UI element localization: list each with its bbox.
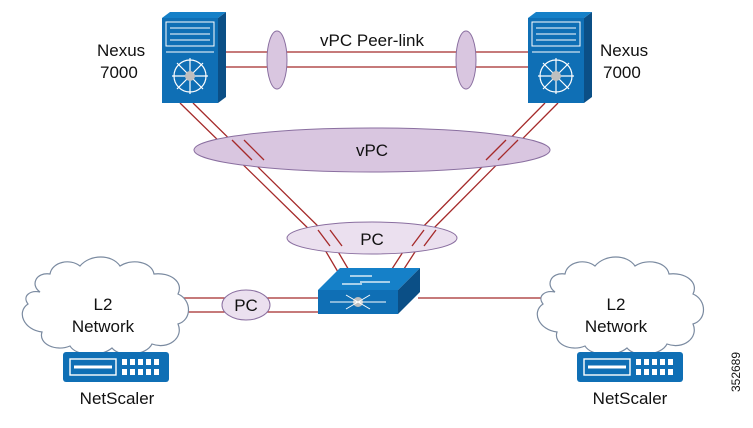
cloud-left-label-line2: Network <box>72 317 135 336</box>
netscaler-right-label: NetScaler <box>593 389 668 408</box>
nexus-left-label-line1: Nexus <box>97 41 145 60</box>
nexus-left-label-line2: 7000 <box>100 63 138 82</box>
access-switch <box>318 268 420 314</box>
nexus-right-label-line1: Nexus <box>600 41 648 60</box>
pc-left-label: PC <box>234 296 258 315</box>
nexus-switch-right <box>528 12 592 103</box>
figure-id: 352689 <box>729 352 743 392</box>
nexus-switch-left <box>162 12 226 103</box>
l2-network-cloud-left <box>21 256 190 356</box>
peer-link-oval-right <box>455 30 477 90</box>
peer-link-label: vPC Peer-link <box>320 31 424 50</box>
cloud-left-label-line1: L2 <box>94 295 113 314</box>
netscaler-appliance-left <box>63 352 169 382</box>
vpc-label: vPC <box>356 141 388 160</box>
cloud-right-label-line2: Network <box>585 317 648 336</box>
netscaler-appliance-right <box>577 352 683 382</box>
l2-network-cloud-right <box>536 256 705 356</box>
nexus-right-label-line2: 7000 <box>603 63 641 82</box>
vpc-oval <box>193 127 551 173</box>
peer-link-oval-left <box>266 30 288 90</box>
cloud-right-label-line1: L2 <box>607 295 626 314</box>
pc-left-oval <box>221 289 271 321</box>
pc-center-label: PC <box>360 230 384 249</box>
netscaler-left-label: NetScaler <box>80 389 155 408</box>
